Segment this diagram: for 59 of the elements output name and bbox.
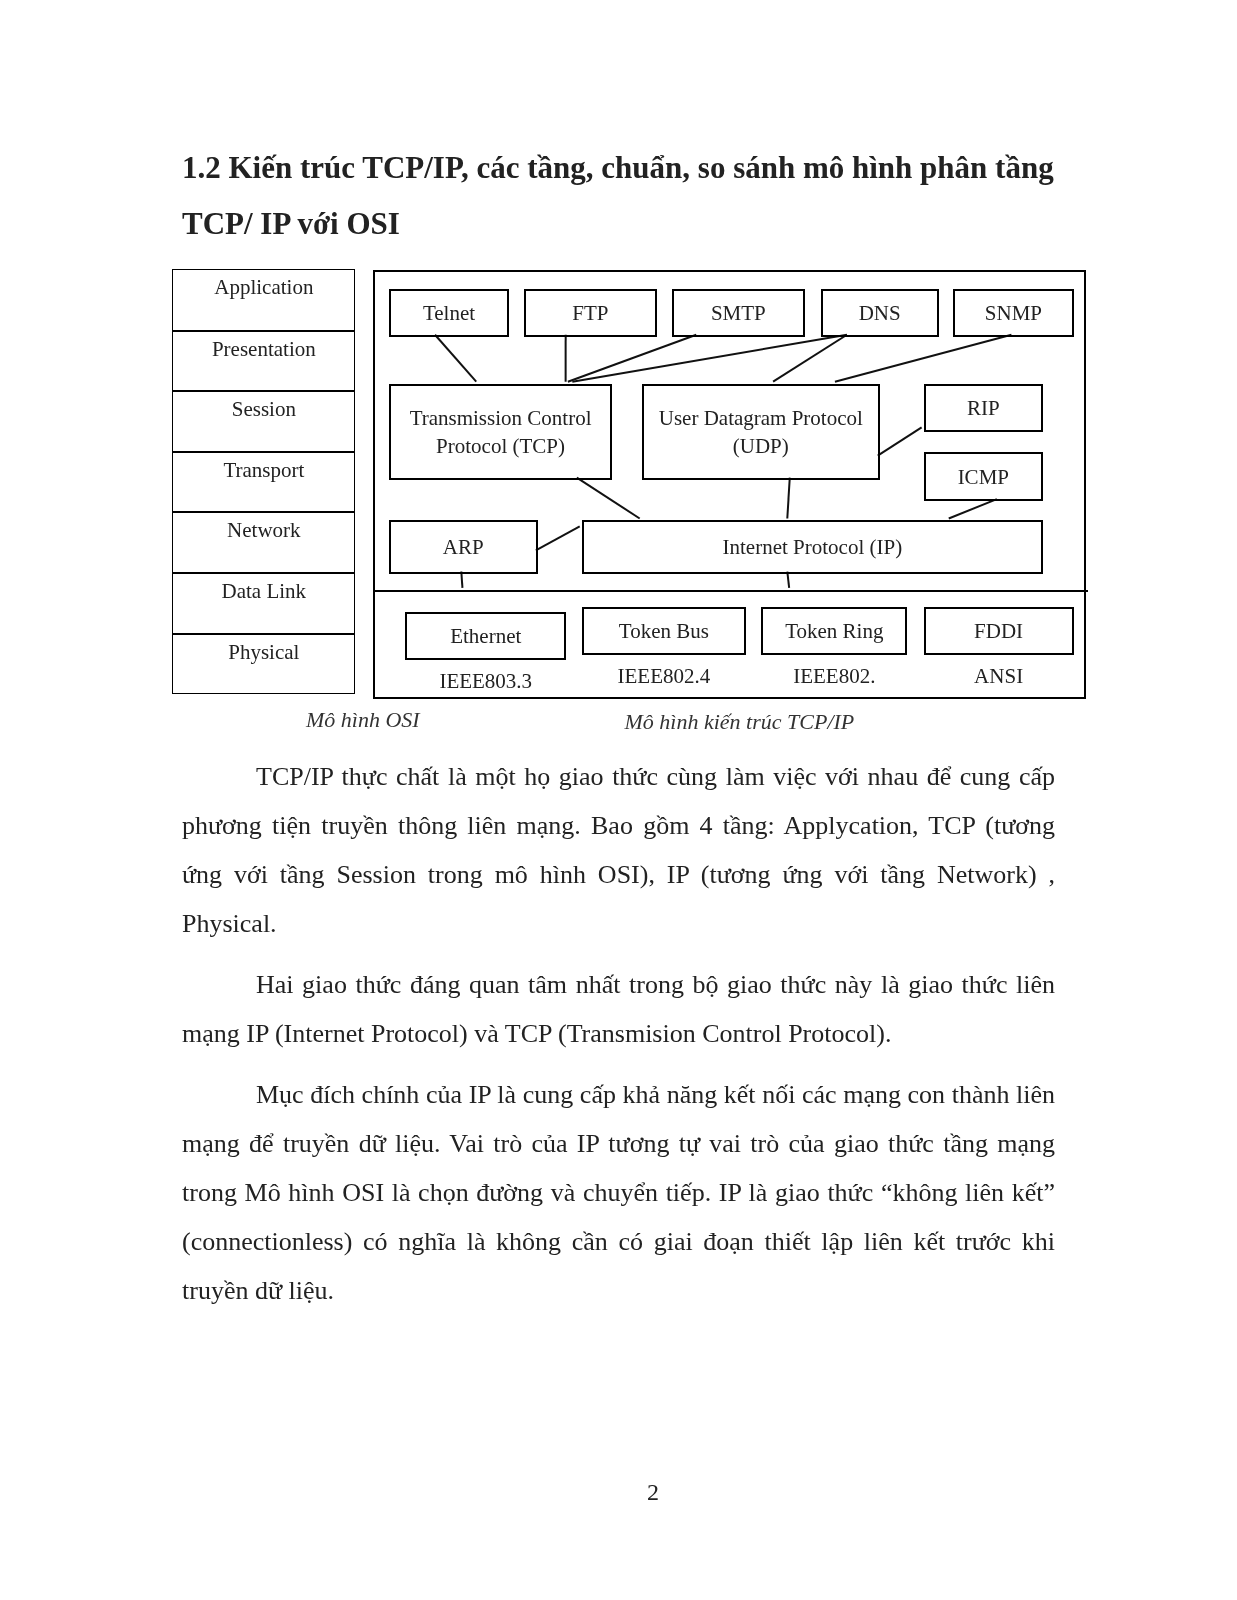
connector-line bbox=[566, 333, 698, 383]
connector-line bbox=[575, 476, 641, 520]
node-label: Presentation bbox=[210, 335, 317, 363]
node-label: SMTP bbox=[709, 299, 767, 327]
node-label: Ethernet bbox=[449, 623, 523, 651]
node-label: ICMP bbox=[956, 463, 1010, 491]
node-label: DNS bbox=[857, 299, 902, 327]
osi-layer-box bbox=[172, 512, 356, 573]
figure-caption: Mô hình OSI bbox=[306, 706, 420, 734]
page-number: 2 bbox=[647, 1478, 659, 1507]
node-label: Data Link bbox=[220, 577, 308, 605]
protocol-box bbox=[923, 452, 1043, 502]
protocol-box bbox=[671, 288, 806, 337]
body-paragraph: TCP/IP thực chất là một họ giao thức cùng làm việc với nhau để cung cấp phương tiện truyền thông liên mạng. Bao gồm 4 tầng: Applycation, TCP (tương ứng với tầng Session trong mô hình OSI), IP (tương ứng với tầng Network) , Physical. bbox=[182, 761, 1055, 940]
node-label: ARP bbox=[441, 534, 485, 561]
section-heading: 1.2 Kiến trúc TCP/IP, các tầng, chuẩn, so sánh mô hình phân tầng TCP/ IP với OSI bbox=[182, 149, 1055, 243]
node-label: FDDI bbox=[973, 618, 1025, 646]
connector-line bbox=[534, 525, 581, 552]
protocol-box bbox=[923, 383, 1043, 432]
standard-label: IEEE803.3 bbox=[439, 668, 533, 696]
protocol-box bbox=[581, 520, 1043, 574]
connector-line bbox=[434, 333, 478, 383]
node-label: Session bbox=[230, 395, 297, 423]
connector-line bbox=[947, 498, 998, 520]
node-label: Network bbox=[226, 517, 302, 545]
node-label: SNMP bbox=[983, 299, 1043, 327]
connector-line bbox=[571, 333, 848, 383]
standard-label: IEEE802.4 bbox=[617, 663, 711, 691]
node-label: Physical bbox=[227, 638, 301, 666]
standard-label: IEEE802. bbox=[793, 663, 876, 691]
standard-label: ANSI bbox=[974, 663, 1024, 691]
connector-line bbox=[772, 333, 848, 383]
node-label: Telnet bbox=[421, 299, 477, 327]
osi-layer-box bbox=[172, 330, 356, 391]
osi-layer-box bbox=[172, 390, 356, 453]
node-label: Internet Protocol (IP) bbox=[721, 534, 904, 561]
protocol-box bbox=[641, 383, 880, 480]
protocol-box bbox=[388, 520, 538, 574]
node-label: RIP bbox=[965, 394, 1001, 422]
protocol-box bbox=[388, 288, 510, 337]
figure-caption: Mô hình kiến trúc TCP/IP bbox=[624, 708, 855, 737]
body-paragraph: Hai giao thức đáng quan tâm nhất trong bộ giao thức này là giao thức liên mạng IP (Internet Protocol) và TCP (Transmision Control Protocol). bbox=[182, 969, 1055, 1050]
node-label: Token Bus bbox=[617, 618, 710, 646]
osi-layer-box bbox=[172, 269, 356, 331]
node-label: Transport bbox=[222, 457, 306, 485]
protocol-box bbox=[523, 288, 658, 337]
body-paragraph: Mục đích chính của IP là cung cấp khả năng kết nối các mạng con thành liên mạng để truyền dữ liệu. Vai trò của IP tương tự vai trò của giao thức tầng mạng trong Mô hình OSI là chọn đường và chuyển tiếp. IP là giao thức “không liên kết” (connectionless) có nghĩa là không cần có giai đoạn thiết lập liên kết trước khi truyền dữ liệu. bbox=[182, 1079, 1055, 1307]
node-label: Application bbox=[213, 274, 315, 302]
node-label: Token Ring bbox=[784, 618, 885, 646]
osi-layer-box bbox=[172, 452, 356, 513]
node-label: Transmission Control Protocol (TCP) bbox=[408, 404, 593, 460]
osi-layer-box bbox=[172, 633, 356, 694]
osi-layer-box bbox=[172, 572, 356, 634]
connector-line bbox=[833, 333, 1013, 383]
protocol-box bbox=[388, 383, 613, 480]
protocol-box bbox=[953, 288, 1074, 337]
protocol-box bbox=[820, 288, 939, 337]
node-label: User Datagram Protocol (UDP) bbox=[657, 404, 864, 460]
node-label: FTP bbox=[571, 299, 610, 327]
